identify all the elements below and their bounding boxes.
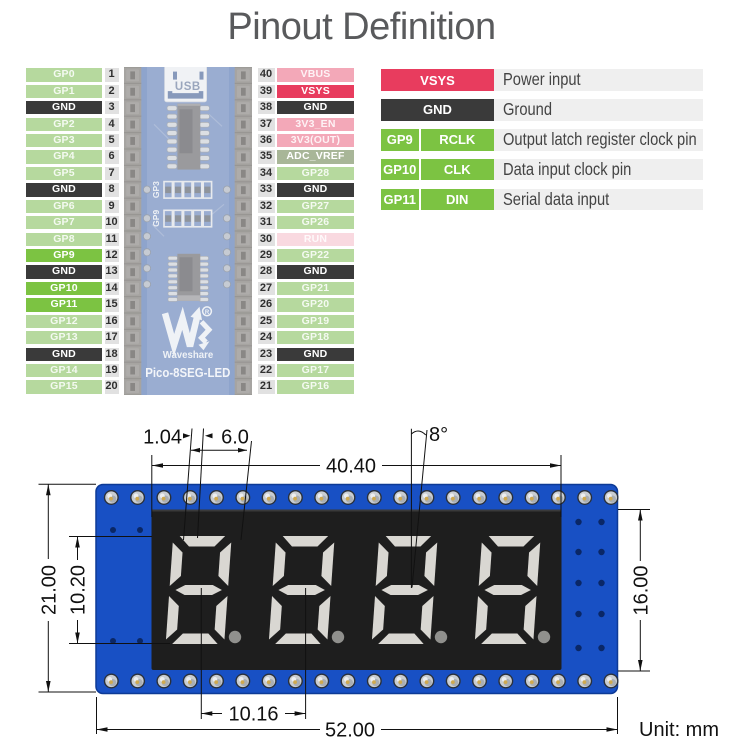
svg-text:R: R [205, 310, 210, 316]
svg-text:6.0: 6.0 [221, 427, 249, 449]
svg-text:Pico-8SEG-LED: Pico-8SEG-LED [145, 366, 230, 381]
svg-text:52.00: 52.00 [325, 720, 375, 742]
svg-text:1.04: 1.04 [143, 427, 182, 449]
svg-text:Unit: mm: Unit: mm [639, 719, 719, 741]
svg-text:GP9: GP9 [151, 210, 161, 227]
svg-text:40.40: 40.40 [326, 456, 376, 478]
svg-text:USB: USB [175, 81, 201, 93]
svg-text:Waveshare: Waveshare [162, 350, 213, 361]
svg-text:16.00: 16.00 [630, 565, 652, 615]
svg-text:10.20: 10.20 [68, 565, 90, 615]
svg-text:8°: 8° [429, 424, 448, 446]
svg-text:10.16: 10.16 [228, 704, 278, 726]
svg-text:GP3: GP3 [151, 181, 161, 198]
svg-text:21.00: 21.00 [38, 565, 60, 615]
